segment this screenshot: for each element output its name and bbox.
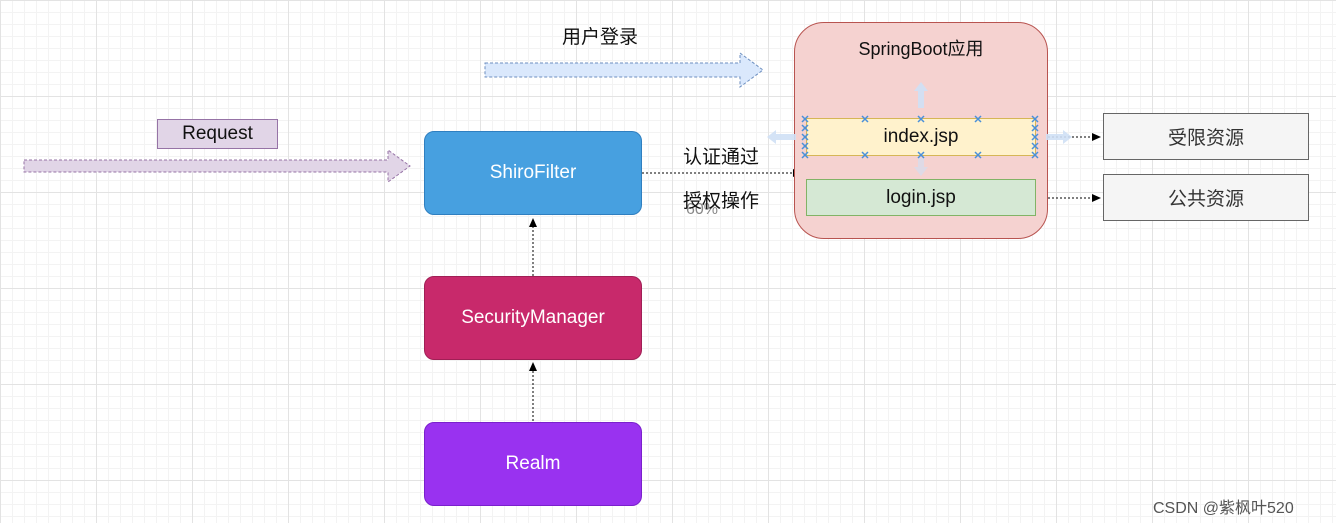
selection-handle-group <box>801 115 1039 159</box>
public-resource-node[interactable]: 公共资源 <box>1103 174 1309 221</box>
csdn-watermark: CSDN @紫枫叶520 <box>1153 500 1294 517</box>
restricted-resource-node[interactable]: 受限资源 <box>1103 113 1309 160</box>
login-jsp-node[interactable]: login.jsp <box>806 179 1036 216</box>
percent-label: 60% <box>686 201 719 218</box>
user-login-flow-arrow <box>484 52 764 88</box>
realm-label: Realm <box>505 453 561 474</box>
request-label: Request <box>182 123 253 144</box>
index-jsp-label: index.jsp <box>883 126 959 147</box>
request-flow-arrow <box>23 149 411 183</box>
authz-op-label: 授权操作 <box>683 191 760 212</box>
login-jsp-label: login.jsp <box>886 186 956 208</box>
realm-node[interactable]: Realm <box>424 422 642 506</box>
restricted-resource-label: 受限资源 <box>1167 128 1244 149</box>
index-jsp-node[interactable]: index.jsp <box>806 118 1036 156</box>
request-label-box[interactable]: Request <box>157 119 278 149</box>
securitymanager-node[interactable]: SecurityManager <box>424 276 642 360</box>
user-login-label: 用户登录 <box>562 27 639 48</box>
shirofilter-node[interactable]: ShiroFilter <box>424 131 642 215</box>
public-resource-label: 公共资源 <box>1167 189 1244 210</box>
securitymanager-label: SecurityManager <box>461 307 605 328</box>
springboot-app-title: SpringBoot应用 <box>858 39 984 59</box>
auth-pass-label: 认证通过 <box>683 147 760 168</box>
shirofilter-label: ShiroFilter <box>489 162 577 183</box>
